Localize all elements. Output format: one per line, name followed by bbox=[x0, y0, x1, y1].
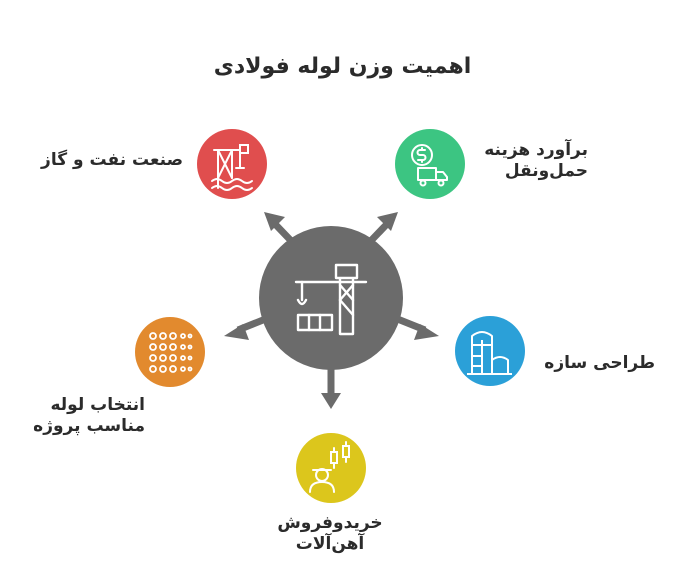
label-pipe-select: انتخاب لوله مناسب پروژه bbox=[20, 395, 145, 437]
node-cost bbox=[395, 129, 465, 199]
center-hub bbox=[259, 226, 403, 370]
label-cost: برآورد هزینه حمل‌ونقل bbox=[478, 140, 588, 182]
label-cost-line2: حمل‌ونقل bbox=[504, 161, 588, 181]
label-cost-line1: برآورد هزینه bbox=[484, 140, 588, 160]
label-trade: خریدوفروش آهن‌آلات bbox=[260, 513, 400, 555]
label-pipe-select-line2: مناسب پروژه bbox=[33, 416, 145, 436]
label-trade-line1: خریدوفروش bbox=[277, 513, 383, 533]
delivery-truck-dollar-icon bbox=[411, 144, 448, 187]
node-oil-gas bbox=[197, 129, 267, 199]
label-trade-line2: آهن‌آلات bbox=[295, 534, 365, 554]
node-trade bbox=[296, 433, 366, 503]
pipe-grid-icon bbox=[149, 332, 193, 373]
building-structure-icon bbox=[467, 331, 512, 375]
trader-chart-icon bbox=[309, 441, 350, 493]
label-pipe-select-line1: انتخاب لوله bbox=[50, 395, 145, 415]
label-oil-gas: صنعت نفت و گاز bbox=[41, 150, 183, 170]
node-structure bbox=[455, 316, 525, 386]
label-structure: طراحی سازه bbox=[544, 353, 655, 373]
diagram-title: اهمیت وزن لوله فولادی bbox=[213, 54, 472, 79]
node-pipe-select bbox=[135, 317, 205, 387]
oil-rig-icon bbox=[211, 144, 253, 191]
crane-icon bbox=[294, 263, 368, 336]
